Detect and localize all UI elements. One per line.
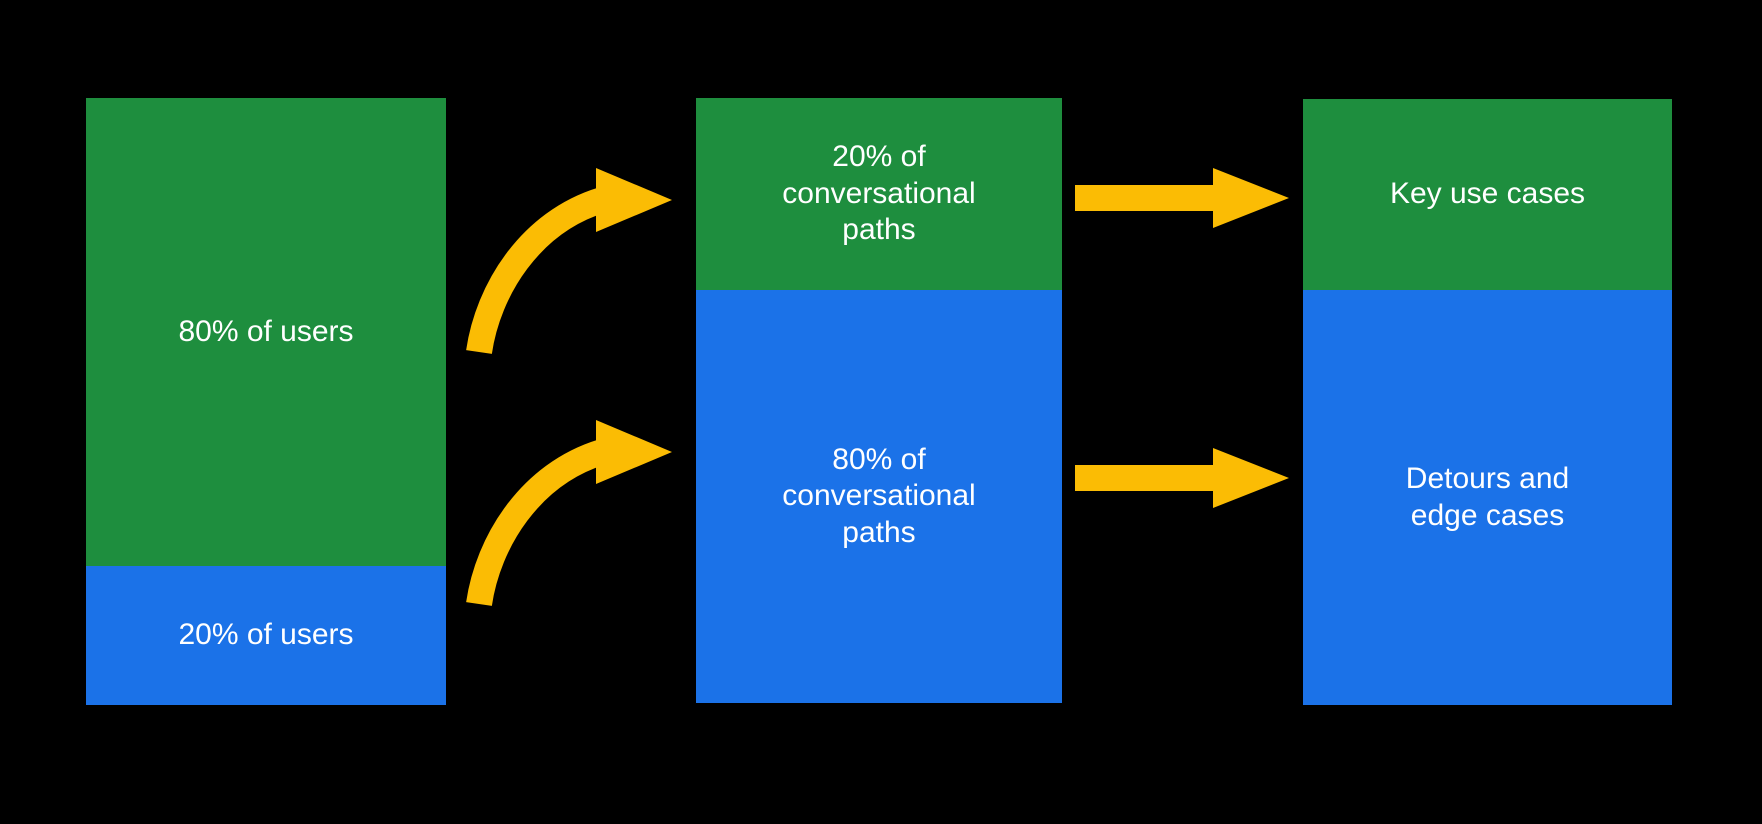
segment-users-blue-label: 20% of users [178,618,354,652]
segment-paths-blue-label: 80% of conversational paths [782,442,976,549]
curved-arrow-users-to-top-paths [466,168,672,355]
straight-arrow-paths-to-detours [1075,448,1289,508]
segment-cases-green-label: Key use cases [1389,177,1586,211]
straight-arrow-paths-to-key-use-cases [1075,168,1289,228]
column-conversational-paths: 20% of conversational paths 80% of conve… [696,98,1062,703]
segment-paths-green-label: 20% of conversational paths [782,140,976,247]
segment-paths-blue: 80% of conversational paths [696,290,1062,703]
segment-cases-blue: Detours and edge cases [1303,290,1672,705]
segment-cases-green: Key use cases [1303,99,1672,290]
segment-cases-blue-label: Detours and edge cases [1405,461,1570,532]
curved-arrow-users-to-bottom-paths [466,420,672,607]
segment-paths-green: 20% of conversational paths [696,98,1062,290]
column-users: 80% of users 20% of users [86,98,446,705]
segment-users-green-label: 80% of users [178,314,354,348]
column-use-cases: Key use cases Detours and edge cases [1303,99,1672,705]
segment-users-green: 80% of users [86,98,446,566]
segment-users-blue: 20% of users [86,566,446,705]
